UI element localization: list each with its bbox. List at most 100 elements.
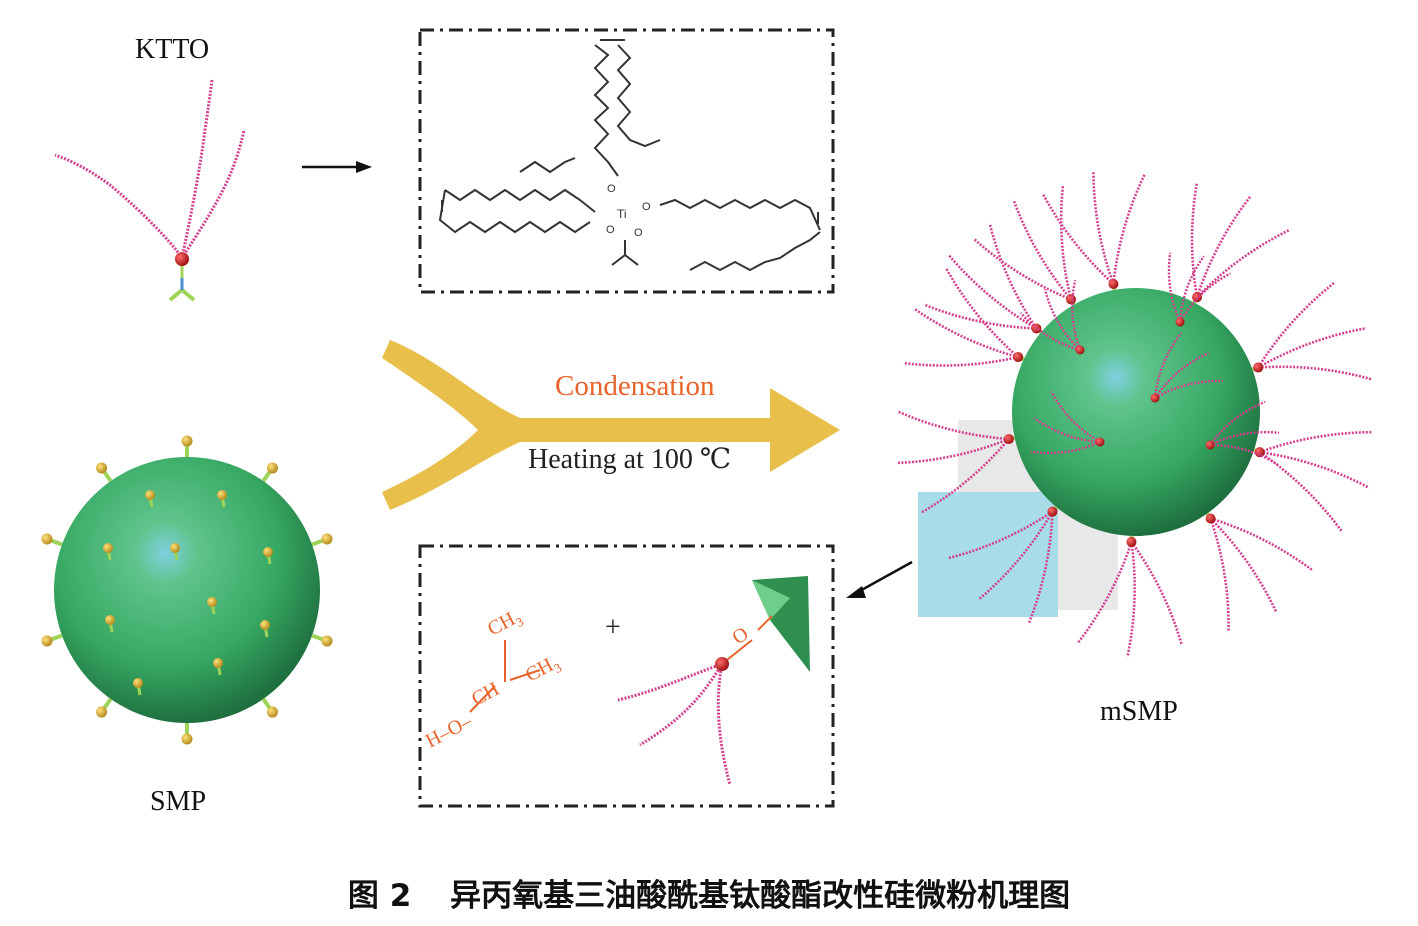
titanium-atom [1150, 393, 1160, 403]
grafted-chain [1209, 443, 1278, 466]
products-box [418, 544, 835, 808]
titanium-atom [1095, 437, 1105, 447]
titanium-atom [1066, 294, 1076, 305]
grafted-chain [988, 223, 1038, 330]
hydroxyl-knob [266, 706, 278, 718]
grafted-chain [1259, 450, 1370, 489]
hydroxyl-knob [96, 462, 108, 474]
isopropanol-ch3-top: CH3 [484, 605, 526, 643]
ktto-molecule [54, 79, 246, 302]
grafted-chain [1027, 511, 1054, 625]
hydroxyl-knob [170, 543, 180, 553]
condensation-label: Condensation [555, 370, 715, 402]
grafted-chain [1209, 400, 1266, 446]
msmp-highlight-box [918, 492, 1058, 617]
grafted-chain [1126, 541, 1136, 658]
titanium-atom [1175, 317, 1185, 327]
grafted-chain [972, 237, 1072, 301]
grafted-chain [1043, 289, 1081, 351]
grafted-chain [1257, 281, 1336, 369]
isopropanol-ch3-right: CH3 [522, 651, 564, 689]
ktto-label: KTTO [135, 34, 210, 65]
smp-hydroxyl-groups [41, 435, 333, 745]
grafted-chain [1041, 192, 1115, 285]
hydroxyl-knob [321, 635, 333, 647]
grafted-chain [1258, 451, 1344, 533]
o-label-4: O [634, 227, 643, 239]
titanium-atom [1108, 278, 1119, 289]
msmp-grafted-chains [896, 170, 1373, 658]
grafted-chain [947, 510, 1054, 560]
grafted-chain [1209, 518, 1230, 633]
smp-label: SMP [150, 786, 207, 817]
isopropanol-h-o: H–O– [422, 710, 476, 753]
grafted-chain [1259, 430, 1373, 454]
zoom-arrow [846, 560, 913, 598]
msmp-label: mSMP [1100, 696, 1178, 727]
grafted-chain [1178, 272, 1231, 323]
hydroxyl-knob [260, 620, 270, 630]
plus-sign: + [605, 612, 621, 643]
grafted-chain [1167, 252, 1182, 323]
hydroxyl-knob [213, 658, 223, 668]
grafted-chain [1092, 170, 1115, 285]
grafted-chain [1019, 312, 1081, 352]
grafted-chain [1257, 326, 1367, 369]
grafted-chain [1030, 440, 1101, 455]
grafted-chain [947, 253, 1038, 330]
grafted-chain [1209, 517, 1278, 614]
right-arrow-small [302, 161, 372, 173]
o-label-1: O [607, 183, 616, 195]
grafted-chain [1210, 517, 1314, 572]
hydroxyl-knob [96, 706, 108, 718]
grafted-chain [923, 303, 1037, 330]
grafted-chain [896, 437, 1010, 465]
heating-label: Heating at 100 ℃ [528, 444, 732, 475]
grafted-chain [896, 410, 1009, 441]
ktto-structure-box [418, 28, 835, 294]
hydroxyl-knob [41, 533, 53, 545]
grafted-chain [1195, 194, 1253, 298]
svg-text:O: O [728, 623, 752, 649]
titanium-atom [1126, 536, 1137, 547]
grafted-chain [1154, 379, 1223, 400]
grafted-chain [903, 355, 1019, 367]
titanium-atom [1205, 440, 1215, 450]
grafted-chain [1154, 351, 1210, 399]
isopropanol-ch: CH [468, 678, 503, 710]
grafted-chain [1033, 417, 1101, 444]
hydroxyl-knob [207, 597, 217, 607]
grafted-chain [1190, 181, 1199, 298]
titanium-atom [175, 252, 189, 266]
grafted-chain [913, 307, 1019, 359]
hydroxyl-knob [133, 678, 143, 688]
grafted-chain [1059, 184, 1073, 300]
hydroxyl-knob [41, 635, 53, 647]
grafted-chain [1050, 391, 1101, 444]
grafted-chain [1112, 172, 1147, 285]
smp-sphere [54, 457, 320, 723]
hydroxyl-knob [181, 733, 193, 745]
hydroxyl-knob [105, 615, 115, 625]
grafted-chain [944, 267, 1020, 359]
grafted-chain [1196, 228, 1291, 299]
grafted-chain [1076, 541, 1133, 645]
hydroxyl-knob [145, 490, 155, 500]
isopropanol-structure [469, 640, 541, 713]
reaction-arrow [382, 340, 840, 510]
titanium-atom [1031, 323, 1042, 334]
figure-number: 图 2 [347, 878, 412, 914]
hydroxyl-knob [217, 490, 227, 500]
titanium-atom [1253, 362, 1264, 373]
o-label-2: O [642, 201, 651, 213]
grafted-fragment: O [617, 576, 810, 786]
grafted-chain [1071, 279, 1082, 351]
o-label-3: O [606, 224, 615, 236]
grafted-chain [1209, 430, 1280, 447]
titanium-atom [1075, 345, 1085, 355]
grafted-chain [1012, 199, 1072, 301]
hydroxyl-knob [103, 543, 113, 553]
titanium-atom [1254, 447, 1265, 458]
figure-title: 异丙氧基三油酸酰基钛酸酯改性硅微粉机理图 [450, 878, 1071, 914]
